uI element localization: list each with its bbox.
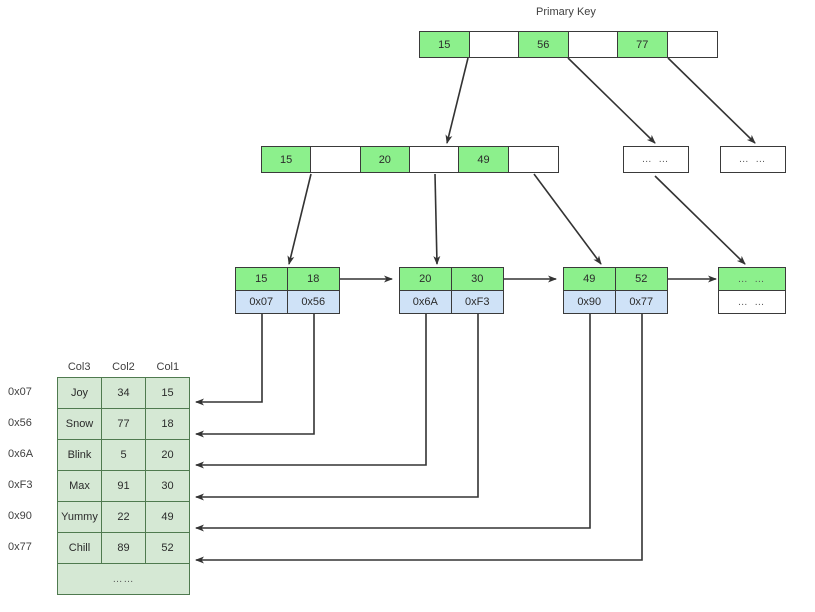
- row-address-4: 0x90: [8, 510, 32, 522]
- table-cell-r2-c1[interactable]: 5: [101, 439, 146, 471]
- leaf-node-4-placeholder[interactable]: … …… …: [718, 267, 786, 314]
- leaf-node-2-pointer-1[interactable]: 0xF3: [451, 291, 503, 313]
- internal-node-3-cell-0[interactable]: … …: [721, 147, 785, 172]
- leaf-node-4-key-row: … …: [719, 268, 785, 291]
- row-address-labels: 0x07 0x56 0x6A 0xF3 0x90 0x77: [8, 377, 53, 563]
- table-cell-r5-c1[interactable]: 89: [101, 532, 146, 564]
- table-cell-r1-c1[interactable]: 77: [101, 408, 146, 440]
- leaf-node-1-pointer-0[interactable]: 0x07: [236, 291, 288, 313]
- internal-node-1-cell-2[interactable]: 20: [360, 147, 410, 172]
- root-node-cell-5[interactable]: [667, 32, 717, 57]
- leaf-node-1-pointer-1[interactable]: 0x56: [287, 291, 339, 313]
- internal-node-1-cell-3[interactable]: [409, 147, 460, 172]
- table-cell-r5-c0[interactable]: Chill: [57, 532, 102, 564]
- internal-node-1-cell-5[interactable]: [508, 147, 558, 172]
- leaf-node-4-key-0[interactable]: … …: [719, 268, 785, 290]
- leaf-node-3-key-1[interactable]: 52: [615, 268, 667, 290]
- internal-node-1-cell-4[interactable]: 49: [459, 147, 509, 172]
- table-cell-r5-c2[interactable]: 52: [145, 532, 190, 564]
- table-cell-r0-c2[interactable]: 15: [145, 377, 190, 409]
- internal-node-2-placeholder[interactable]: … …: [623, 146, 689, 173]
- column-header-col3: Col3: [67, 361, 91, 373]
- leaf-node-3-pointer-1[interactable]: 0x77: [615, 291, 667, 313]
- page-title: Primary Key: [536, 6, 596, 18]
- leaf-node-3-key-0[interactable]: 49: [564, 268, 616, 290]
- row-address-3: 0xF3: [8, 479, 33, 491]
- leaf-node-1-key-1[interactable]: 18: [287, 268, 339, 290]
- row-address-5: 0x77: [8, 541, 32, 553]
- table-column-headers: Col3 Col2 Col1: [57, 361, 190, 373]
- leaf-node-2-pointer-0[interactable]: 0x6A: [400, 291, 452, 313]
- table-cell-r2-c0[interactable]: Blink: [57, 439, 102, 471]
- row-address-1: 0x56: [8, 417, 32, 429]
- leaf-node-4-pointer-0[interactable]: … …: [719, 291, 785, 313]
- internal-node-1-cell-0[interactable]: 15: [262, 147, 312, 172]
- table-footer-ellipsis: ……: [57, 563, 190, 595]
- leaf-node-4-pointer-row: … …: [719, 291, 785, 313]
- internal-node-3-placeholder[interactable]: … …: [720, 146, 786, 173]
- root-node[interactable]: 15 56 77: [419, 31, 718, 58]
- table-cell-r3-c2[interactable]: 30: [145, 470, 190, 502]
- table-cell-r1-c2[interactable]: 18: [145, 408, 190, 440]
- root-node-cell-3[interactable]: [568, 32, 618, 57]
- column-header-col2: Col2: [112, 361, 135, 373]
- leaf-node-3-pointer-0[interactable]: 0x90: [564, 291, 616, 313]
- table-cell-r2-c2[interactable]: 20: [145, 439, 190, 471]
- root-node-cell-1[interactable]: [469, 32, 519, 57]
- root-node-cell-0[interactable]: 15: [420, 32, 470, 57]
- table-cell-r3-c0[interactable]: Max: [57, 470, 102, 502]
- table-footer-row: ……: [57, 563, 190, 595]
- internal-node-1-cell-1[interactable]: [311, 147, 361, 172]
- root-node-cell-2[interactable]: 56: [519, 32, 569, 57]
- table-cell-r0-c1[interactable]: 34: [101, 377, 146, 409]
- table-cell-r4-c0[interactable]: Yummy: [57, 501, 102, 533]
- table-cell-r1-c0[interactable]: Snow: [57, 408, 102, 440]
- internal-node-2-cell-0[interactable]: … …: [624, 147, 688, 172]
- internal-node-1[interactable]: 15 20 49: [261, 146, 559, 173]
- leaf-node-2-key-0[interactable]: 20: [400, 268, 452, 290]
- row-address-0: 0x07: [8, 386, 32, 398]
- column-header-col1: Col1: [156, 361, 180, 373]
- table-cell-r4-c1[interactable]: 22: [101, 501, 146, 533]
- table-cell-r3-c1[interactable]: 91: [101, 470, 146, 502]
- leaf-node-1-key-0[interactable]: 15: [236, 268, 288, 290]
- table-cell-r0-c0[interactable]: Joy: [57, 377, 102, 409]
- row-address-2: 0x6A: [8, 448, 34, 460]
- table-cell-r4-c2[interactable]: 49: [145, 501, 190, 533]
- leaf-node-2-key-1[interactable]: 30: [451, 268, 503, 290]
- root-node-cell-4[interactable]: 77: [618, 32, 668, 57]
